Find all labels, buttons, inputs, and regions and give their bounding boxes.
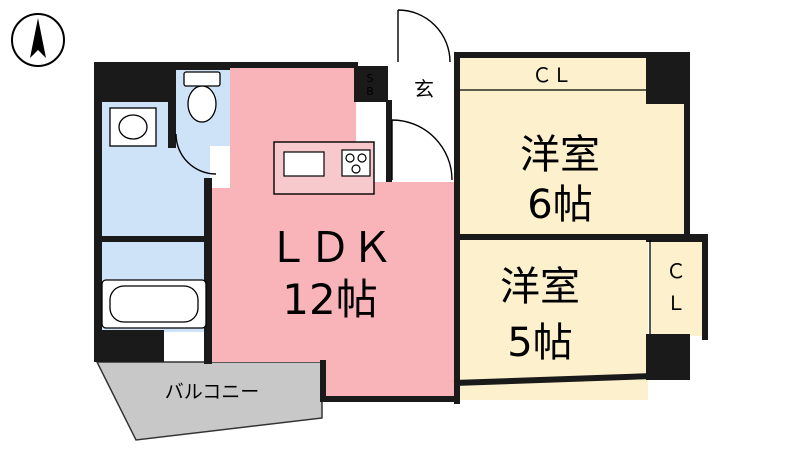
ldk-size: 12帖 — [282, 275, 377, 324]
ldk-area — [210, 68, 455, 400]
western-room-5-name: 洋室 — [500, 264, 580, 310]
closet-right-line2: Ｌ — [666, 291, 686, 315]
shoe-box-line2: B — [366, 85, 374, 98]
north-arrow-icon — [11, 13, 65, 67]
closet-right-area — [650, 240, 706, 336]
walls — [94, 52, 708, 404]
toilet-icon — [183, 71, 221, 123]
stove-icon — [341, 149, 371, 177]
bathtub-icon — [101, 279, 207, 329]
shoe-box-line1: S — [367, 72, 374, 85]
western-room-6-name: 洋室 — [520, 132, 600, 178]
closet-right-line1: Ｃ — [666, 259, 686, 283]
western-room-5-area — [458, 240, 648, 400]
western-room-6-size: 6帖 — [527, 182, 592, 228]
western-room-5-size: 5帖 — [507, 320, 572, 366]
closet-top-label: ＣＬ — [532, 63, 572, 87]
ldk-name: ＬＤＫ — [267, 223, 393, 272]
washbasin-icon — [109, 107, 157, 147]
balcony-label: バルコニー — [165, 381, 260, 403]
entrance-label: 玄 — [414, 77, 434, 101]
doors — [175, 9, 453, 181]
